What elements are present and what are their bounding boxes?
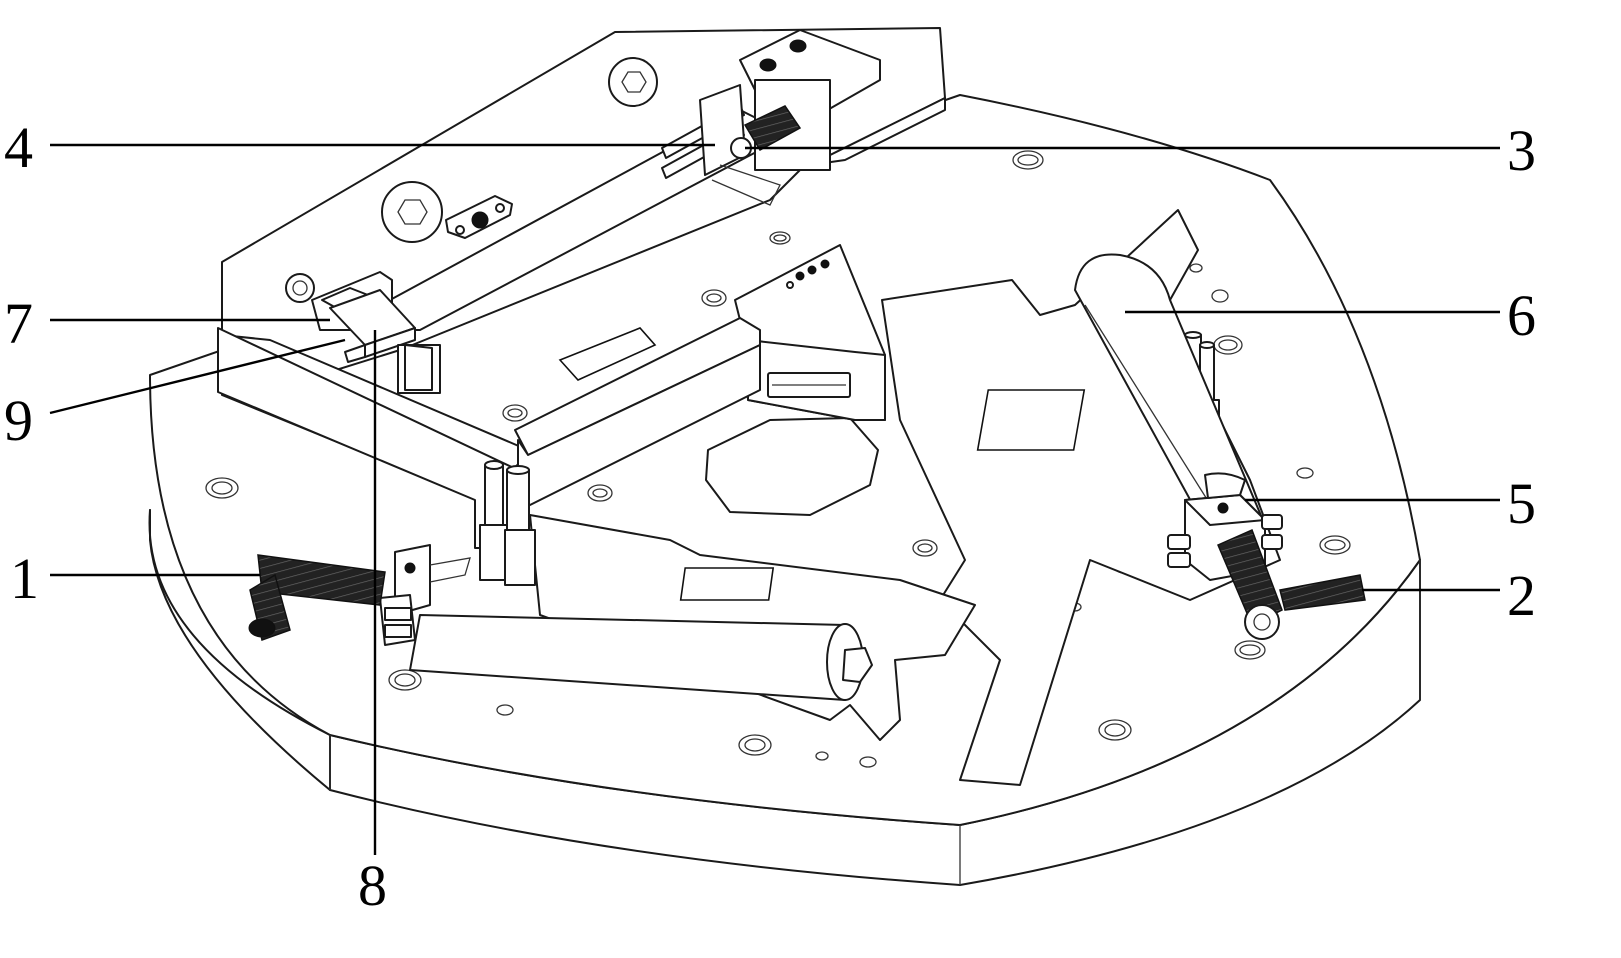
callout-2: 2 bbox=[1507, 563, 1536, 628]
callout-3: 3 bbox=[1507, 118, 1536, 183]
adjust-screw-2 bbox=[1217, 528, 1366, 640]
corner-clamp bbox=[311, 271, 441, 394]
callout-7: 7 bbox=[4, 291, 33, 356]
clamp-block-5 bbox=[1167, 472, 1283, 581]
callout-5: 5 bbox=[1507, 471, 1536, 536]
callout-4: 4 bbox=[4, 115, 33, 180]
callout-labels: 4 3 7 9 8 6 5 2 1 bbox=[4, 115, 1536, 918]
callout-8: 8 bbox=[358, 853, 387, 918]
leader-lines bbox=[49, 143, 1500, 855]
central-recess bbox=[705, 417, 879, 516]
locating-pins-front bbox=[479, 460, 536, 586]
callout-6: 6 bbox=[1507, 283, 1536, 348]
clamp-bar-1 bbox=[248, 544, 873, 701]
callout-1: 1 bbox=[10, 546, 39, 611]
callout-9: 9 bbox=[4, 388, 33, 453]
leader-9 bbox=[49, 338, 346, 415]
